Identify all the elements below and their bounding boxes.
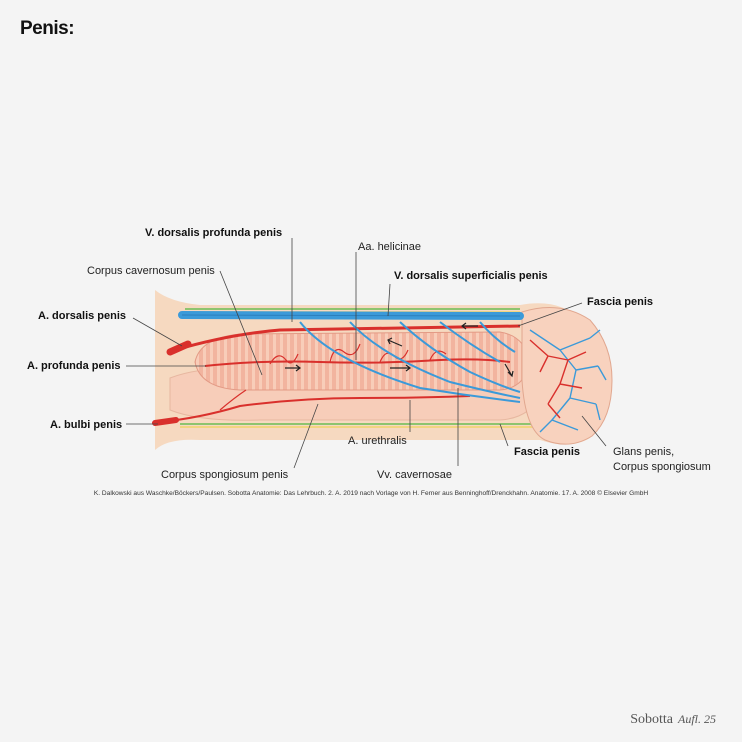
flow-arrow [461,322,478,330]
flow-arrow [285,364,301,372]
label-a-dorsalis: A. dorsalis penis [38,310,126,322]
profunda-artery [204,358,511,367]
label-a-urethralis: A. urethralis [348,435,407,447]
figure-credit: K. Dalkowski aus Waschke/Böckers/Paulsen… [93,490,649,497]
label-fascia-bottom: Fascia penis [514,446,580,458]
page-title: Penis: [20,18,75,39]
label-corpus-spongiosum: Corpus spongiosum penis [161,469,289,481]
leader-a-dorsalis [132,317,183,347]
footer: Sobotta Aufl. 25 [630,710,716,728]
leader-glans [581,415,607,447]
cavernous-vein [299,321,521,403]
label-glans-line1: Glans penis, [613,446,674,458]
label-corpus-cavernosum: Corpus cavernosum penis [87,265,215,277]
flow-arrow [504,363,514,378]
footer-brand: Sobotta [630,712,673,727]
cavernous-vein [349,321,521,399]
helicine-branch [269,353,299,365]
label-vv-cavernosae: Vv. cavernosae [377,469,452,481]
footer-edition: Aufl. 25 [678,712,716,726]
corpus-cavernosum [194,331,531,391]
label-v-dorsalis-profunda: V. dorsalis profunda penis [145,227,282,239]
leader-corpus-spongiosum [293,403,319,469]
label-aa-helicinae: Aa. helicinae [358,241,421,253]
glans-penis [521,307,613,445]
label-v-dorsalis-superficialis: V. dorsalis superficialis penis [394,270,548,282]
glans-arteries [529,339,587,419]
leader-fascia-bottom [499,423,509,447]
leader-corpus-cavernosum [219,270,263,376]
cavernous-vein [399,321,521,393]
label-glans-line2: Corpus spongiosum [613,461,711,473]
cavernous-vein [439,321,501,363]
label-a-profunda: A. profunda penis [27,360,121,372]
label-fascia-top: Fascia penis [587,296,653,308]
flow-arrow [387,337,403,347]
bulbi-branch [219,389,247,411]
cavernous-vein [479,321,516,353]
leader-v-dorsalis-superficialis [387,283,391,317]
leader-fascia-top [517,302,583,327]
dorsal-vein-outline [181,314,521,317]
bulbi-artery-stub [152,417,179,426]
bulbi-artery [159,395,471,423]
flow-arrow [390,364,411,372]
dorsal-artery-stub [166,340,192,356]
label-a-bulbi: A. bulbi penis [50,419,122,431]
